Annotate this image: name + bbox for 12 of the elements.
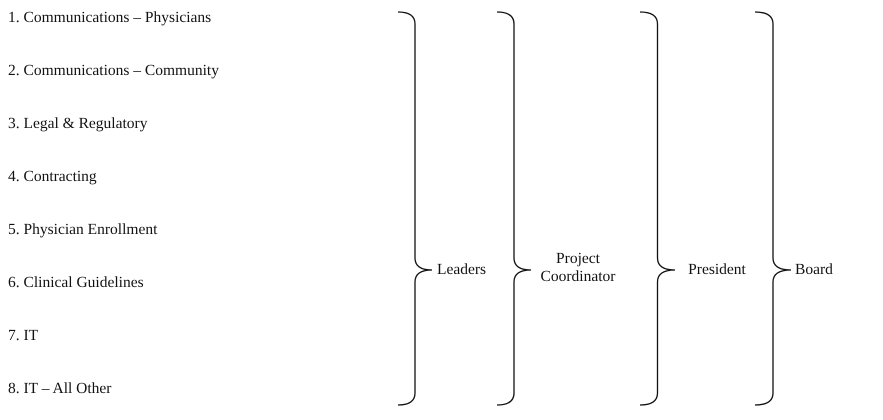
list-item: 1. Communications – Physicians	[8, 9, 212, 27]
list-item: 8. IT – All Other	[8, 380, 112, 398]
list-item: 4. Contracting	[8, 168, 97, 186]
group-label: Leaders	[437, 261, 486, 279]
group-label: Project Coordinator	[540, 250, 616, 286]
group-label: President	[687, 261, 747, 279]
list-item: 5. Physician Enrollment	[8, 221, 158, 239]
list-item: 3. Legal & Regulatory	[8, 115, 148, 133]
list-item: 6. Clinical Guidelines	[8, 274, 144, 292]
list-item: 7. IT	[8, 327, 38, 345]
list-item: 2. Communications – Community	[8, 62, 219, 80]
group-label: Board	[795, 261, 833, 279]
